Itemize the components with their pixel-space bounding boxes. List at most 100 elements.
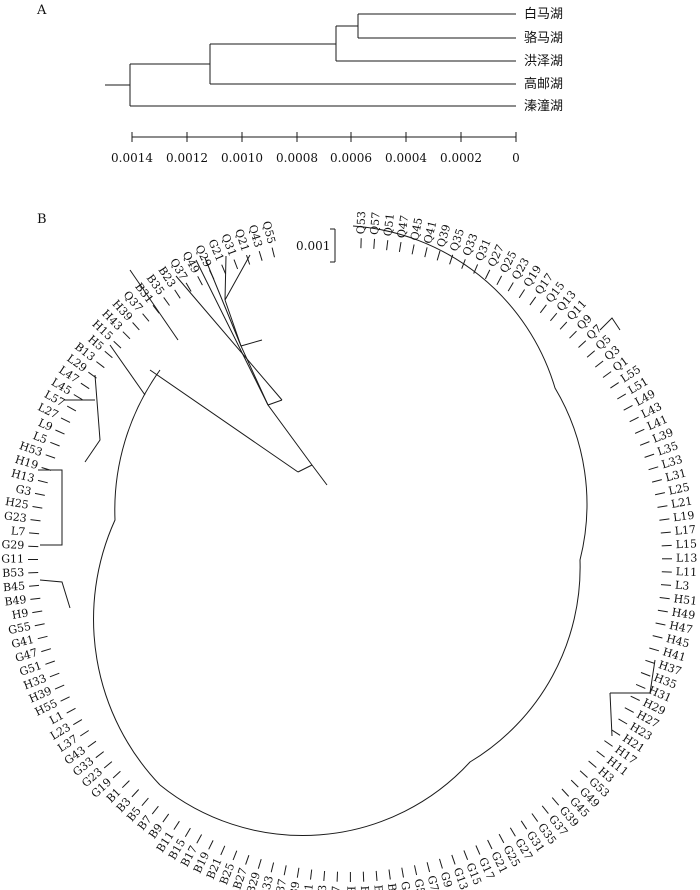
leaf-branch	[121, 780, 130, 789]
leaf-branch	[398, 242, 402, 252]
left-subclade	[109, 344, 146, 396]
leaf-label: B41	[300, 883, 316, 890]
leaf-label: G1	[398, 880, 413, 890]
panel-a-letter: A	[36, 3, 47, 18]
leaf-label: L9	[36, 416, 54, 434]
leaf-branch	[41, 648, 52, 653]
leaf-branch	[617, 393, 627, 400]
cluster-bracket	[599, 317, 621, 331]
leaf-branch	[373, 238, 375, 249]
leaf-label: H51	[673, 592, 698, 608]
leaf-branch	[635, 683, 646, 689]
leaf-label: H47	[668, 619, 694, 636]
leaf-label: Q51	[381, 213, 397, 237]
leaf-branch	[618, 718, 628, 725]
leaf-branch	[220, 845, 226, 856]
leaf-label: B55	[358, 885, 372, 890]
leaf-branch	[596, 750, 605, 758]
leaf-branch	[208, 840, 214, 850]
leaf-branch	[34, 492, 45, 496]
leaf-branch	[570, 779, 579, 788]
leaf-branch	[644, 453, 655, 458]
leaf-label: B51	[344, 886, 357, 890]
leaf-branch	[579, 770, 588, 778]
leaf-branch	[45, 660, 55, 665]
leaf-label: G41	[10, 633, 35, 651]
panel-b-letter: B	[37, 212, 47, 227]
leaf-branch	[152, 304, 160, 314]
leaf-branch	[131, 789, 140, 798]
leaf-branch	[496, 275, 503, 286]
leaf-branch	[529, 296, 537, 306]
panel-a-tree	[105, 13, 516, 107]
leaf-branch	[386, 240, 389, 251]
leaf-label: G5	[412, 878, 428, 890]
leaf-label: L15	[675, 537, 697, 551]
lake-label: 白马湖	[524, 6, 563, 22]
leaf-branch	[221, 264, 227, 275]
leaf-label: G3	[14, 482, 32, 498]
leaf-label: Q45	[408, 217, 425, 242]
leaf-branch	[258, 250, 263, 261]
leaf-branch	[424, 247, 428, 258]
scale-bar-label: 0.001	[296, 239, 330, 253]
leaf-branch	[661, 544, 672, 547]
leaf-branch	[461, 259, 466, 269]
leaf-branch	[37, 479, 48, 484]
left-subclade	[39, 579, 71, 609]
lake-label: 骆马湖	[524, 30, 563, 46]
leaf-label: B27	[231, 866, 250, 890]
leaf-branch	[246, 254, 251, 265]
leaf-label: B59	[385, 883, 401, 890]
leaf-branch	[475, 845, 481, 855]
leaf-label: L7	[10, 524, 25, 538]
leaf-label: B57	[371, 884, 386, 890]
leaf-branch	[473, 264, 479, 274]
leaf-branch	[184, 827, 191, 837]
leaf-branch	[602, 371, 612, 378]
leaf-branch	[559, 321, 568, 330]
main-ring	[159, 225, 588, 836]
leaf-branch	[173, 820, 180, 830]
leaf-branch	[660, 584, 672, 586]
radial-tree-core	[38, 225, 656, 836]
leaf-branch	[113, 340, 122, 349]
leaf-branch	[655, 622, 666, 626]
leaf-branch	[80, 382, 90, 390]
leaf-branch	[197, 276, 203, 286]
leaf-branch	[55, 429, 65, 435]
leaf-branch	[651, 479, 662, 483]
leaf-branch	[54, 684, 65, 690]
leaf-label: H49	[671, 606, 696, 623]
leaf-branch	[270, 862, 275, 873]
spike-branch	[297, 464, 313, 473]
leaf-branch	[66, 707, 76, 714]
leaf-branch	[487, 839, 493, 850]
leaf-branch	[610, 382, 619, 389]
axis-tick-label: 0.0006	[330, 151, 372, 165]
leaf-branch	[162, 813, 170, 823]
leaf-branch	[174, 289, 181, 299]
leaf-branch	[388, 869, 391, 880]
leaf-branch	[640, 672, 651, 677]
leaf-branch	[657, 505, 668, 508]
leaf-label: Q43	[246, 223, 265, 249]
leaf-branch	[60, 696, 70, 702]
leaf-branch	[30, 519, 41, 522]
leaf-label: Q39	[434, 223, 453, 249]
panel-b: B 0.001	[1, 211, 698, 890]
leaf-branch	[659, 597, 670, 600]
leaf-branch	[436, 250, 441, 261]
spike-branch	[240, 339, 263, 347]
leaf-label: L5	[31, 429, 49, 446]
leaf-branch	[439, 858, 443, 869]
leaf-branch	[624, 707, 634, 713]
leaf-branch	[37, 635, 48, 640]
leaf-label: G29	[1, 538, 24, 552]
leaf-branch	[32, 610, 43, 614]
leaf-branch	[541, 805, 549, 814]
leaf-branch	[520, 820, 528, 830]
leaf-label: B37	[272, 878, 289, 890]
leaf-label: B53	[2, 566, 25, 580]
leaf-branch	[411, 244, 415, 255]
